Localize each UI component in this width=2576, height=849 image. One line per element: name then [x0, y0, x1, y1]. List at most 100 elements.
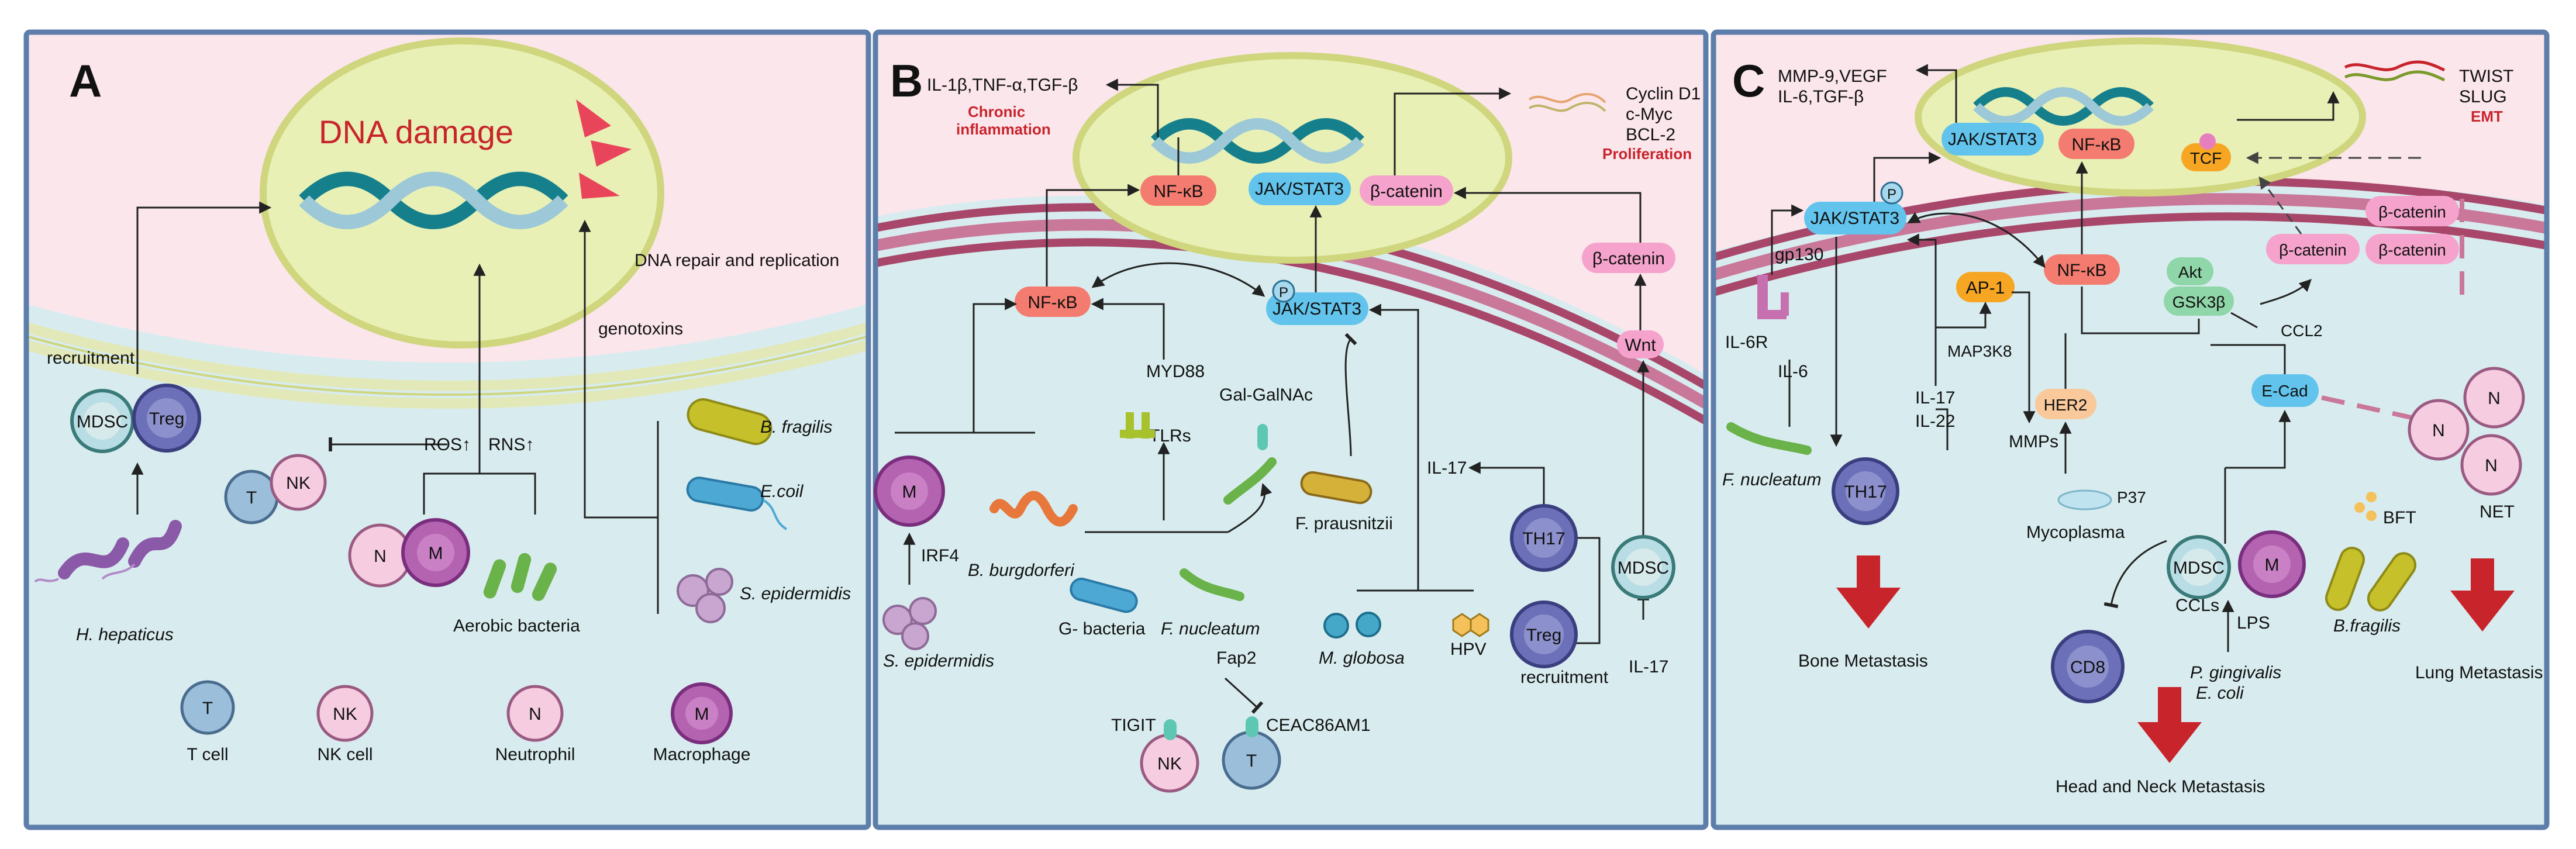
mrna-icon-c — [2344, 60, 2446, 82]
tlrs-label: TLRs — [1149, 426, 1191, 446]
cell-th17-b: TH17 — [1510, 504, 1578, 572]
cell-m-c: M — [2238, 530, 2306, 598]
svg-text:TH17: TH17 — [1844, 482, 1887, 502]
legend-t-icon: T — [180, 680, 235, 735]
arrow-fnuc-gal — [1227, 483, 1273, 533]
g-bacteria-icon — [1070, 577, 1138, 613]
b-fragilis-icon-a — [687, 398, 773, 446]
b-fragilis-icon-c — [2325, 547, 2417, 612]
line-th17-il17 — [1936, 408, 1949, 450]
panel-letter-c: C — [1732, 55, 1765, 106]
rns-label: RNS↑ — [488, 435, 534, 454]
f-nucleatum-icon-b — [1180, 568, 1244, 601]
inhibit-praus — [1344, 333, 1357, 457]
legend-n-label: Neutrophil — [495, 745, 575, 764]
svg-text:N: N — [2488, 389, 2501, 408]
arrow-il17-jak — [1368, 303, 1419, 591]
bcat-node-cyto-b: β-catenin — [1582, 243, 1675, 273]
arrow-nfkb-cytokines — [1105, 78, 1159, 137]
bcat-node-nuc-b: β-catenin — [1360, 175, 1453, 206]
bracket-aerobic — [423, 472, 536, 515]
e-coil-icon — [686, 477, 788, 530]
mycoplasma-label: Mycoplasma — [2026, 523, 2125, 542]
bft-icon — [2354, 492, 2377, 521]
cell-nk-b: NK — [1140, 719, 1199, 793]
svg-text:GSK3β: GSK3β — [2172, 293, 2226, 311]
bracket-her2 — [2081, 287, 2200, 334]
h-hepaticus-icon — [34, 520, 182, 583]
svg-text:JAK/STAT3: JAK/STAT3 — [1273, 299, 1361, 319]
cell-n-a: N — [348, 523, 412, 588]
h-hepaticus-label: H. hepaticus — [76, 625, 174, 644]
cell-mdsc-c: MDSC — [2167, 535, 2231, 599]
svg-text:N: N — [529, 705, 542, 724]
map3k8-label: MAP3K8 — [1947, 342, 2012, 360]
il6-label: IL-6 — [1778, 362, 1808, 381]
ccl2-label: CCL2 — [2281, 322, 2323, 340]
il22-label-c: IL-22 — [1915, 412, 1955, 431]
arrow-irf4-nfkb — [973, 298, 1018, 433]
panel-a: A DNA damage DNA repair and replication … — [23, 29, 871, 830]
inhibit-cd8 — [2103, 540, 2167, 609]
cytokines-b: IL-1β,TNF-α,TGF-β — [927, 75, 1078, 95]
cell-n-c2: N — [2408, 399, 2470, 461]
arrow-bcat-tcf — [2258, 176, 2302, 234]
svg-text:NF-κB: NF-κB — [2072, 135, 2122, 154]
damage-lightning-icon — [576, 99, 632, 199]
il6r-label: IL-6R — [1725, 333, 1768, 352]
cell-th17-c: TH17 — [1832, 457, 1899, 525]
tlr-receptor-icon — [1120, 412, 1155, 439]
cell-m-b: M — [874, 455, 945, 527]
hpv-label: HPV — [1450, 640, 1487, 659]
svg-text:NF-κB: NF-κB — [2057, 261, 2107, 280]
her2-node: HER2 — [2035, 389, 2096, 419]
cyto1-c: MMP-9,VEGF — [1778, 67, 1887, 86]
svg-text:NF-κB: NF-κB — [1028, 293, 1078, 312]
svg-text:AP-1: AP-1 — [1966, 278, 2005, 298]
e-coli-label: E. coli — [2196, 684, 2244, 703]
p-badge-b: P — [1272, 279, 1295, 303]
il17-label-c: IL-17 — [1915, 388, 1955, 408]
ccl2-tick — [2230, 312, 2258, 329]
bcat-node-c2: β-catenin — [2266, 234, 2360, 264]
arrow-genotoxins — [578, 219, 658, 519]
svg-text:M: M — [902, 482, 917, 502]
fap2-label: Fap2 — [1216, 648, 1256, 668]
cell-nk-a: NK — [270, 454, 327, 511]
ros-label: ROS↑ — [424, 435, 471, 454]
svg-text:β-catenin: β-catenin — [2378, 203, 2446, 221]
nfkb-node-cyto-b: NF-κB — [1015, 287, 1091, 317]
cell-cd8: CD8 — [2051, 630, 2125, 703]
jak-node-nuc-b: JAK/STAT3 — [1249, 172, 1351, 205]
svg-text:N: N — [374, 547, 387, 566]
legend-nk-label: NK cell — [317, 745, 373, 764]
akt-node: Akt — [2167, 257, 2213, 285]
p-badge-c: P — [1880, 181, 1903, 205]
b-frag-label-c: B.fragilis — [2333, 616, 2401, 636]
svg-text:M: M — [2265, 555, 2280, 575]
il6r-receptor-icon — [1757, 275, 1789, 319]
s-epi-label-b: S. epidermidis — [883, 651, 994, 671]
genotoxins-label: genotoxins — [598, 319, 683, 339]
gp130-label: gp130 — [1775, 245, 1823, 264]
svg-text:M: M — [429, 544, 443, 563]
dna-repair-label: DNA repair and replication — [634, 251, 839, 270]
svg-text:T: T — [246, 488, 257, 508]
svg-text:Wnt: Wnt — [1625, 336, 1656, 355]
bone-met-label: Bone Metastasis — [1798, 651, 1928, 671]
jak-node-nuc-c: JAK/STAT3 — [1942, 123, 2044, 156]
bcat-node-c3: β-catenin — [2365, 234, 2459, 264]
chronic-label-1: Chronic — [968, 103, 1025, 120]
bracket-treg — [1573, 537, 1601, 644]
arrow-gp130-jak — [1771, 204, 1804, 275]
tcf-node-c: TCF — [2181, 133, 2231, 171]
bcl2-label: BCL-2 — [1626, 125, 1675, 144]
mmps-label: MMPs — [2009, 432, 2058, 451]
cell-t-a: T — [224, 470, 279, 524]
nucleus-b — [1073, 52, 1512, 264]
svg-text:NK: NK — [333, 705, 357, 724]
svg-text:P: P — [1279, 285, 1288, 301]
lps-label: LPS — [2237, 613, 2270, 633]
